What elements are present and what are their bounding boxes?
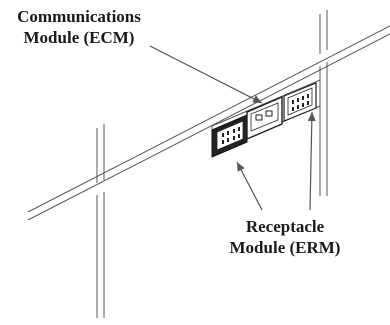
data-jack-icon [255,110,273,121]
erm-label-line2: Module (ERM) [229,238,341,257]
outlet-icon [292,94,309,111]
outlet-icon [222,127,240,144]
receptacle-module-right [283,82,317,122]
vertical-post-left [96,124,105,318]
erm-leader-arrow-left [236,161,263,211]
ecm-callout-label: Communications Module (ECM) [4,6,154,48]
receptacle-module-left [211,114,248,158]
vertical-post-right [319,10,328,196]
ecm-label-line2: Module (ECM) [23,28,135,47]
ecm-label-line1: Communications [17,7,141,26]
erm-label-line1: Receptacle [245,217,325,236]
communications-module [246,95,283,141]
erm-callout-label: Receptacle Module (ERM) [220,216,350,258]
erm-leader-arrow-right [307,111,316,211]
ecm-leader-arrow [149,45,263,104]
horizontal-panel-rail [27,25,390,221]
